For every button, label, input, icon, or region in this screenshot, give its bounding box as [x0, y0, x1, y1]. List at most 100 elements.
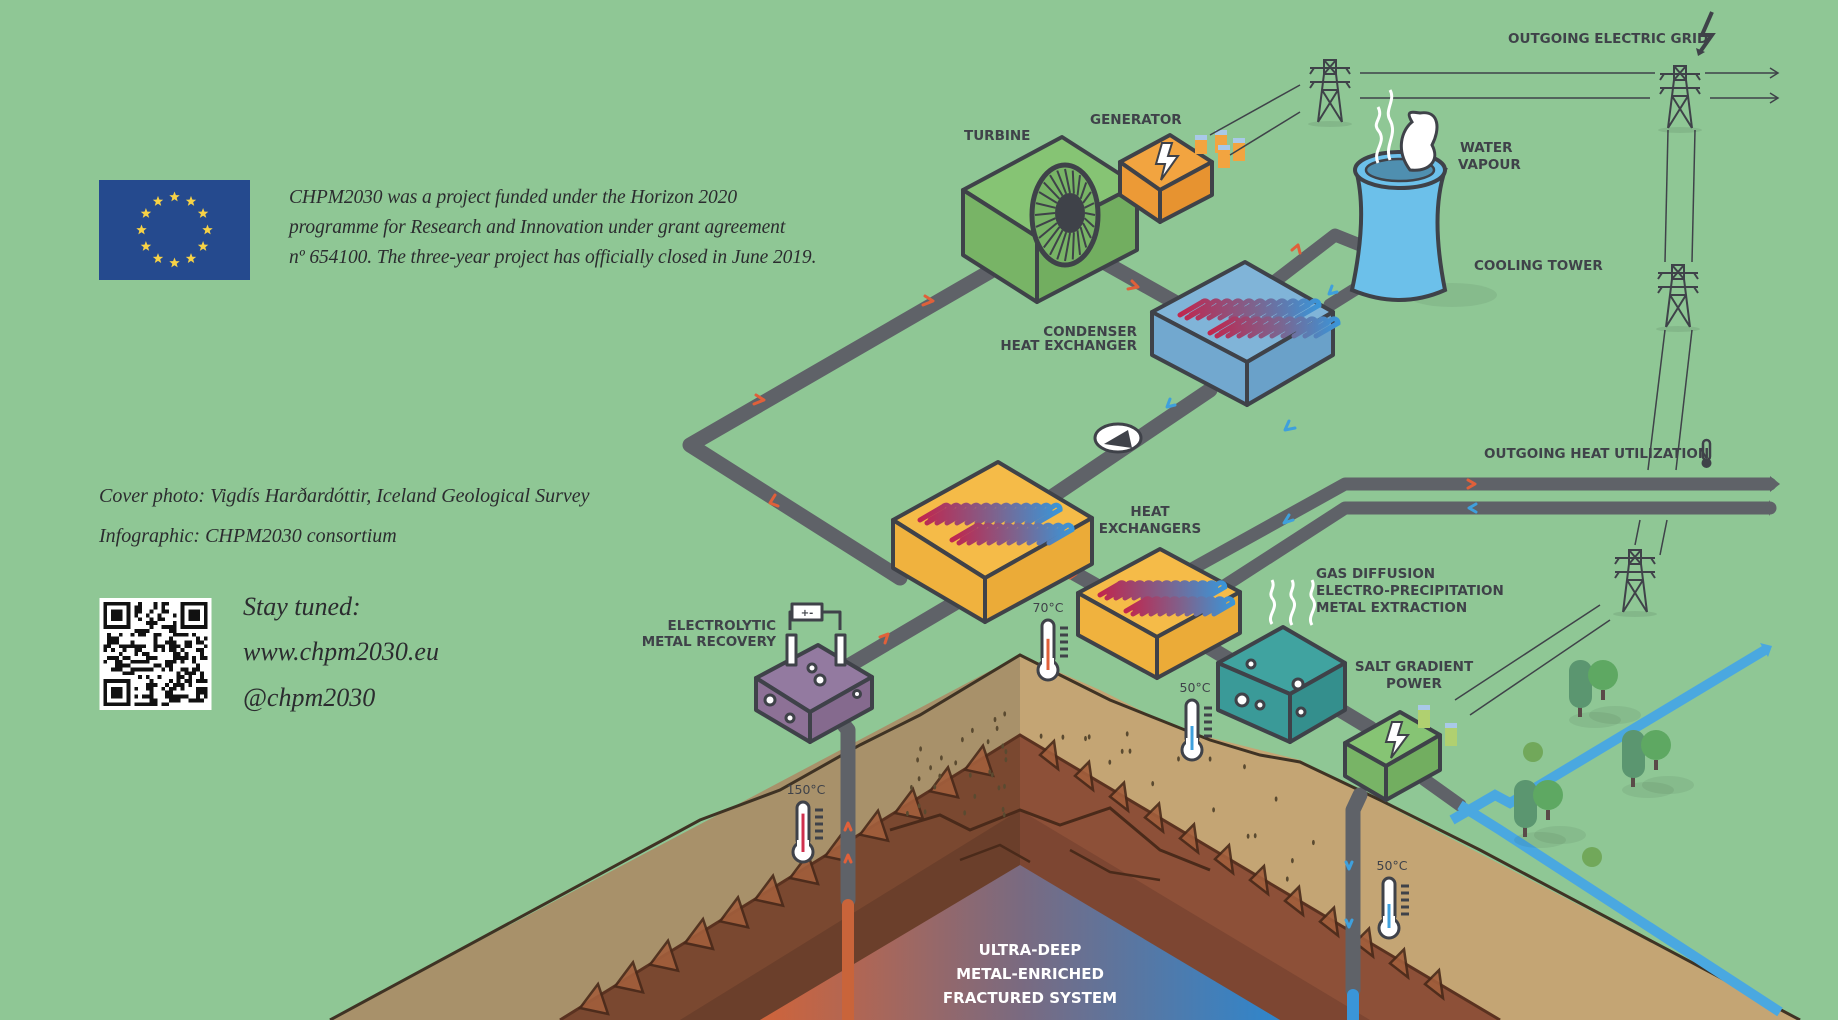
eu-star — [169, 191, 180, 202]
tree-icon — [1514, 780, 1586, 848]
temperature-50c-gas: 50°C — [1180, 680, 1211, 695]
pylon-icon — [1656, 264, 1700, 332]
flow-direction-chevron — [1344, 918, 1354, 929]
gas-diffusion-label-2: ELECTRO-PRECIPITATION — [1316, 583, 1504, 599]
social-handle-link[interactable]: @chpm2030 — [243, 683, 376, 712]
transformer-icons — [1418, 705, 1457, 746]
reservoir-label-2: METAL-ENRICHED — [956, 965, 1104, 983]
qr-code[interactable] — [99, 598, 212, 710]
temperature-70c: 70°C — [1033, 600, 1064, 615]
pylons — [1308, 59, 1702, 617]
gas-diffusion-label-3: METAL EXTRACTION — [1316, 600, 1467, 616]
pipe-exchanger-electrolytic — [842, 592, 968, 673]
flow-direction-chevron — [1327, 284, 1339, 296]
flow-direction-chevron — [1283, 419, 1297, 432]
pylon-icon — [1658, 65, 1702, 133]
water-vapour-label-2: VAPOUR — [1458, 157, 1521, 173]
production-well — [832, 712, 856, 908]
flow-direction-chevron — [1126, 279, 1140, 291]
eu-star — [136, 224, 147, 235]
flow-direction-chevron — [752, 393, 766, 406]
cover-photo-credit: Cover photo: Vigdís Harðardóttir, Icelan… — [99, 485, 590, 507]
thermometer-icon — [1701, 438, 1712, 468]
funding-line: CHPM2030 was a project funded under the … — [289, 187, 737, 208]
eu-star — [202, 224, 213, 235]
pipe-condenser-tower-1 — [1263, 228, 1367, 292]
thermometer-level — [801, 813, 805, 852]
heat-exchanger-2 — [1076, 547, 1242, 680]
eu-star — [197, 208, 209, 218]
pipe-condenser-tower-2 — [1323, 273, 1377, 312]
river-lower — [1457, 800, 1783, 1017]
river-upper — [1449, 645, 1768, 825]
flow-direction-chevron — [1467, 502, 1478, 514]
tree-icon — [1622, 730, 1694, 798]
eu-star — [140, 208, 152, 218]
outgoing-grid-label: OUTGOING ELECTRIC GRID — [1508, 31, 1708, 47]
generator — [1118, 133, 1214, 224]
reservoir-label-3: FRACTURED SYSTEM — [943, 989, 1117, 1007]
flow-direction-chevron — [1064, 570, 1078, 580]
electrolytic-label-2: METAL RECOVERY — [642, 634, 777, 650]
salt-gradient-label-1: SALT GRADIENT — [1355, 659, 1474, 675]
turbine — [961, 135, 1139, 304]
eu-star — [152, 195, 164, 206]
condenser-heat-exchanger — [1150, 260, 1335, 407]
pump-icon — [1093, 422, 1143, 454]
sand-layer-left — [330, 655, 1020, 1020]
thermometer-level — [1046, 638, 1050, 670]
flow-direction-chevron — [1344, 860, 1354, 871]
vapour-cloud — [1374, 89, 1439, 172]
eu-flag — [99, 180, 250, 280]
flow-direction-chevron — [1466, 478, 1477, 490]
condenser-label-2: HEAT EXCHANGER — [1000, 338, 1137, 354]
thermometer-level — [1190, 726, 1194, 750]
thermometer-level — [1387, 904, 1391, 928]
thermometer-heat-exchanger-out — [1036, 618, 1068, 682]
bush-icon — [1523, 742, 1543, 762]
eu-star — [185, 253, 197, 263]
salt-gradient-power-unit — [1343, 710, 1442, 802]
funding-statement: CHPM2030 was a project funded under the … — [289, 183, 816, 273]
gas-diffusion-unit — [1216, 625, 1347, 744]
eu-star — [152, 253, 164, 263]
ground-cross-section: ULTRA-DEEP METAL-ENRICHED FRACTURED SYST… — [329, 653, 1801, 1020]
flow-direction-chevron — [921, 294, 935, 307]
rock-layer-right — [1020, 735, 1500, 1020]
heat-exchangers-label-2: EXCHANGERS — [1099, 521, 1202, 537]
thermometer-production-well — [791, 800, 823, 864]
eu-star — [185, 195, 197, 206]
flow-direction-chevron — [843, 821, 853, 832]
flow-direction-chevron — [1165, 397, 1177, 409]
ground-surface-line — [329, 653, 1801, 1020]
salt-gradient-label-2: POWER — [1386, 676, 1442, 692]
flow-direction-chevron — [768, 493, 780, 508]
turbine-label: TURBINE — [964, 128, 1030, 144]
injection-well — [1345, 787, 1368, 998]
website-link[interactable]: www.chpm2030.eu — [243, 637, 439, 666]
funding-line: nº 654100. The three-year project has of… — [289, 247, 817, 268]
infographic-credit: Infographic: CHPM2030 consortium — [99, 525, 397, 547]
pipe-turbine-condenser — [1092, 252, 1188, 313]
sand-layer-right — [1020, 655, 1800, 1020]
stay-tuned-text: Stay tuned: — [243, 592, 361, 621]
temperature-50c-injection: 50°C — [1377, 858, 1408, 873]
cooling-tower-label: COOLING TOWER — [1474, 258, 1603, 274]
bush-icon — [1582, 847, 1602, 867]
temperature-150c: 150°C — [787, 782, 826, 797]
thermometer-gas-diffusion-out — [1180, 698, 1212, 762]
electrolytic-label-1: ELECTROLYTIC — [668, 618, 777, 634]
lightning-icon — [1384, 721, 1410, 759]
flow-direction-chevron — [1290, 243, 1302, 255]
heat-exchangers-label-1: HEAT — [1130, 504, 1170, 520]
transformer-icons — [1195, 130, 1245, 168]
coil-icon — [1177, 298, 1341, 339]
power-lines — [1360, 72, 1778, 716]
condenser-label-1: CONDENSER — [1043, 324, 1137, 340]
pylon-icon — [1613, 549, 1657, 617]
pipe-turbine-loop — [682, 252, 1018, 586]
pipe-heat-return — [1208, 501, 1777, 599]
flow-direction-chevron — [878, 632, 890, 645]
tree-icon — [1569, 660, 1641, 728]
